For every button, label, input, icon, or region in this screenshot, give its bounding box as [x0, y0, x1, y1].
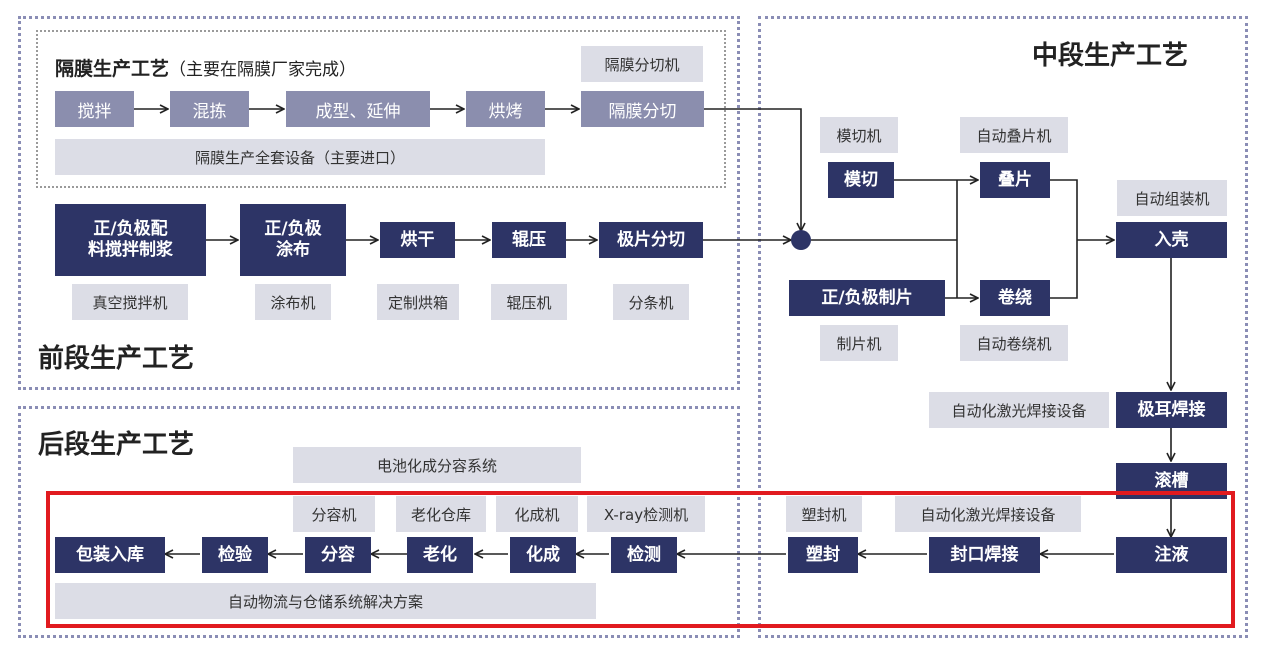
wind-step: 卷绕: [980, 280, 1050, 316]
front-step-coating: 正/负极 涂布: [240, 204, 346, 276]
front-step-roll: 辊压: [492, 222, 566, 258]
back-section-border: [18, 406, 740, 638]
separator-title: 隔膜生产工艺（主要在隔膜厂家完成）: [55, 54, 356, 81]
back-step-package: 包装入库: [55, 537, 165, 573]
seal-weld-machine: 自动化激光焊接设备: [895, 496, 1081, 532]
pole-making-machine: 制片机: [820, 325, 898, 361]
separator-step-knead: 混拣: [170, 91, 249, 127]
front-step-slurry: 正/负极配 料搅拌制浆: [55, 204, 206, 276]
front-equipment-coater: 涂布机: [255, 284, 331, 320]
front-section-border: [18, 16, 740, 390]
die-cut-machine: 模切机: [820, 117, 898, 153]
tab-weld-machine: 自动化激光焊接设备: [929, 392, 1109, 428]
back-step-inspect: 检测: [611, 537, 677, 573]
back-step-aging: 老化: [407, 537, 473, 573]
separator-title-note: （主要在隔膜厂家完成）: [169, 60, 357, 80]
stack-step: 叠片: [980, 162, 1050, 198]
back-section-title: 后段生产工艺: [38, 430, 195, 460]
front-step-slit: 极片分切: [599, 222, 703, 258]
front-section-title: 前段生产工艺: [38, 344, 195, 374]
stack-machine: 自动叠片机: [960, 117, 1068, 153]
tab-weld-step: 极耳焊接: [1116, 392, 1227, 428]
back-equipment-xray: X-ray检测机: [587, 496, 705, 532]
back-step-check: 检验: [202, 537, 268, 573]
separator-equipment: 隔膜生产全套设备（主要进口）: [55, 139, 545, 175]
die-cut-step: 模切: [828, 162, 894, 198]
back-equipment-aging: 老化仓库: [396, 496, 486, 532]
seal-weld-step: 封口焊接: [929, 537, 1040, 573]
separator-step-form: 成型、延伸: [286, 91, 430, 127]
logistics-solution: 自动物流与仓储系统解决方案: [55, 583, 596, 619]
front-equipment-oven: 定制烘箱: [377, 284, 459, 320]
back-equipment-grading: 分容机: [293, 496, 375, 532]
wind-machine: 自动卷绕机: [960, 325, 1068, 361]
separator-title-main: 隔膜生产工艺: [55, 58, 170, 80]
separator-step-mix: 搅拌: [55, 91, 134, 127]
highlight-frame: [46, 491, 1235, 628]
inject-step: 注液: [1116, 537, 1227, 573]
front-equipment-slitter: 分条机: [613, 284, 689, 320]
front-step-dry: 烘干: [380, 222, 455, 258]
middle-section-border: [758, 16, 1248, 638]
formation-system: 电池化成分容系统: [293, 447, 581, 483]
separator-step-cut: 隔膜分切: [581, 91, 704, 127]
front-equipment-mixer: 真空搅拌机: [72, 284, 188, 320]
case-step: 入壳: [1116, 222, 1227, 258]
plastic-seal-machine: 塑封机: [786, 496, 862, 532]
merge-node: [791, 230, 811, 250]
middle-section-title: 中段生产工艺: [1032, 41, 1189, 71]
separator-cutter-equipment: 隔膜分切机: [581, 46, 703, 82]
plastic-seal-step: 塑封: [788, 537, 858, 573]
back-step-formation: 化成: [510, 537, 576, 573]
back-equipment-formation: 化成机: [496, 496, 578, 532]
pole-making-step: 正/负极制片: [789, 280, 945, 316]
front-equipment-roller: 辊压机: [491, 284, 567, 320]
separator-step-bake: 烘烤: [466, 91, 545, 127]
case-machine: 自动组装机: [1117, 180, 1227, 216]
back-step-grading: 分容: [305, 537, 371, 573]
